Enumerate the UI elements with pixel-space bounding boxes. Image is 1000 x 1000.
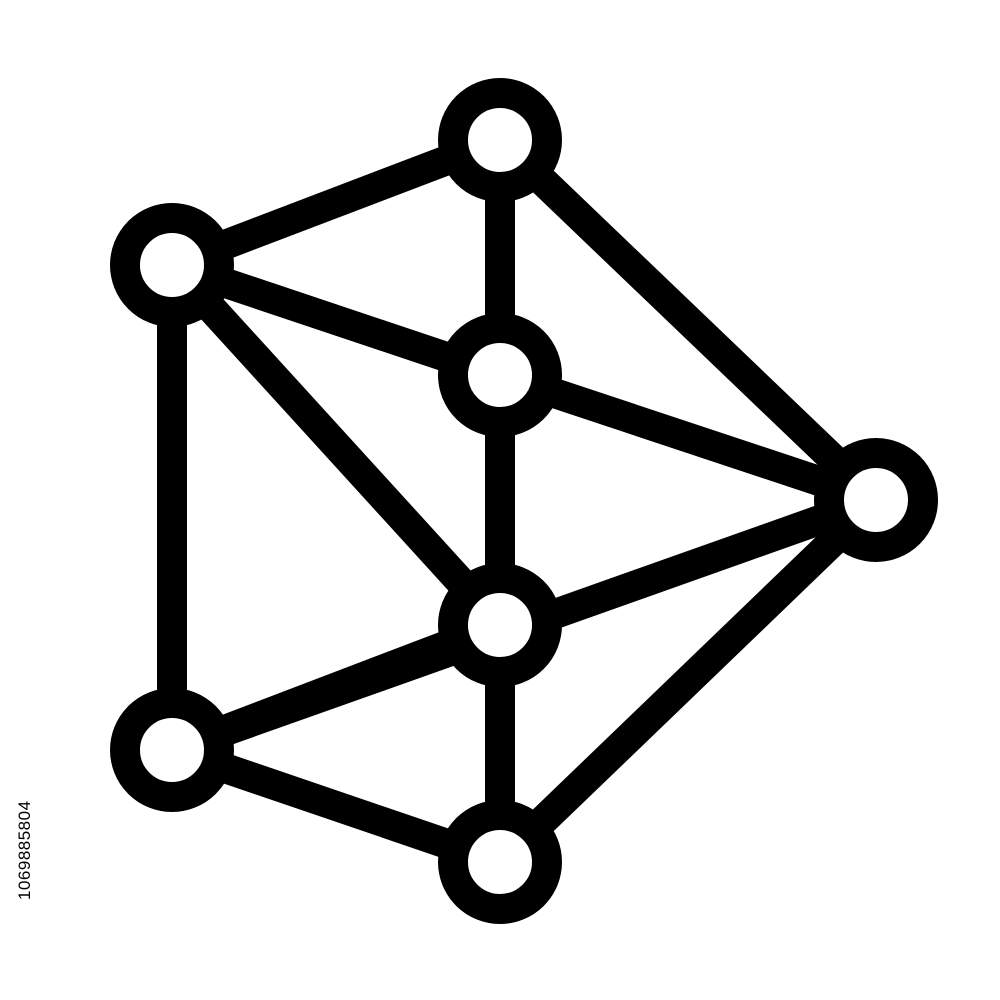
node-n3 — [438, 313, 562, 437]
node-n5 — [110, 688, 234, 812]
node-n6 — [438, 563, 562, 687]
node-n1 — [110, 203, 234, 327]
node-n4 — [814, 438, 938, 562]
edge-n1-n6 — [160, 254, 512, 636]
node-n2 — [438, 78, 562, 202]
edge-n3-n4 — [495, 360, 881, 515]
edge-n4-n7 — [489, 489, 887, 873]
connection-lines — [157, 125, 887, 877]
node-n7 — [438, 800, 562, 924]
stock-id-watermark: 1069885804 — [15, 800, 34, 900]
edge-n2-n4 — [489, 129, 887, 511]
network-nodes — [110, 78, 938, 924]
